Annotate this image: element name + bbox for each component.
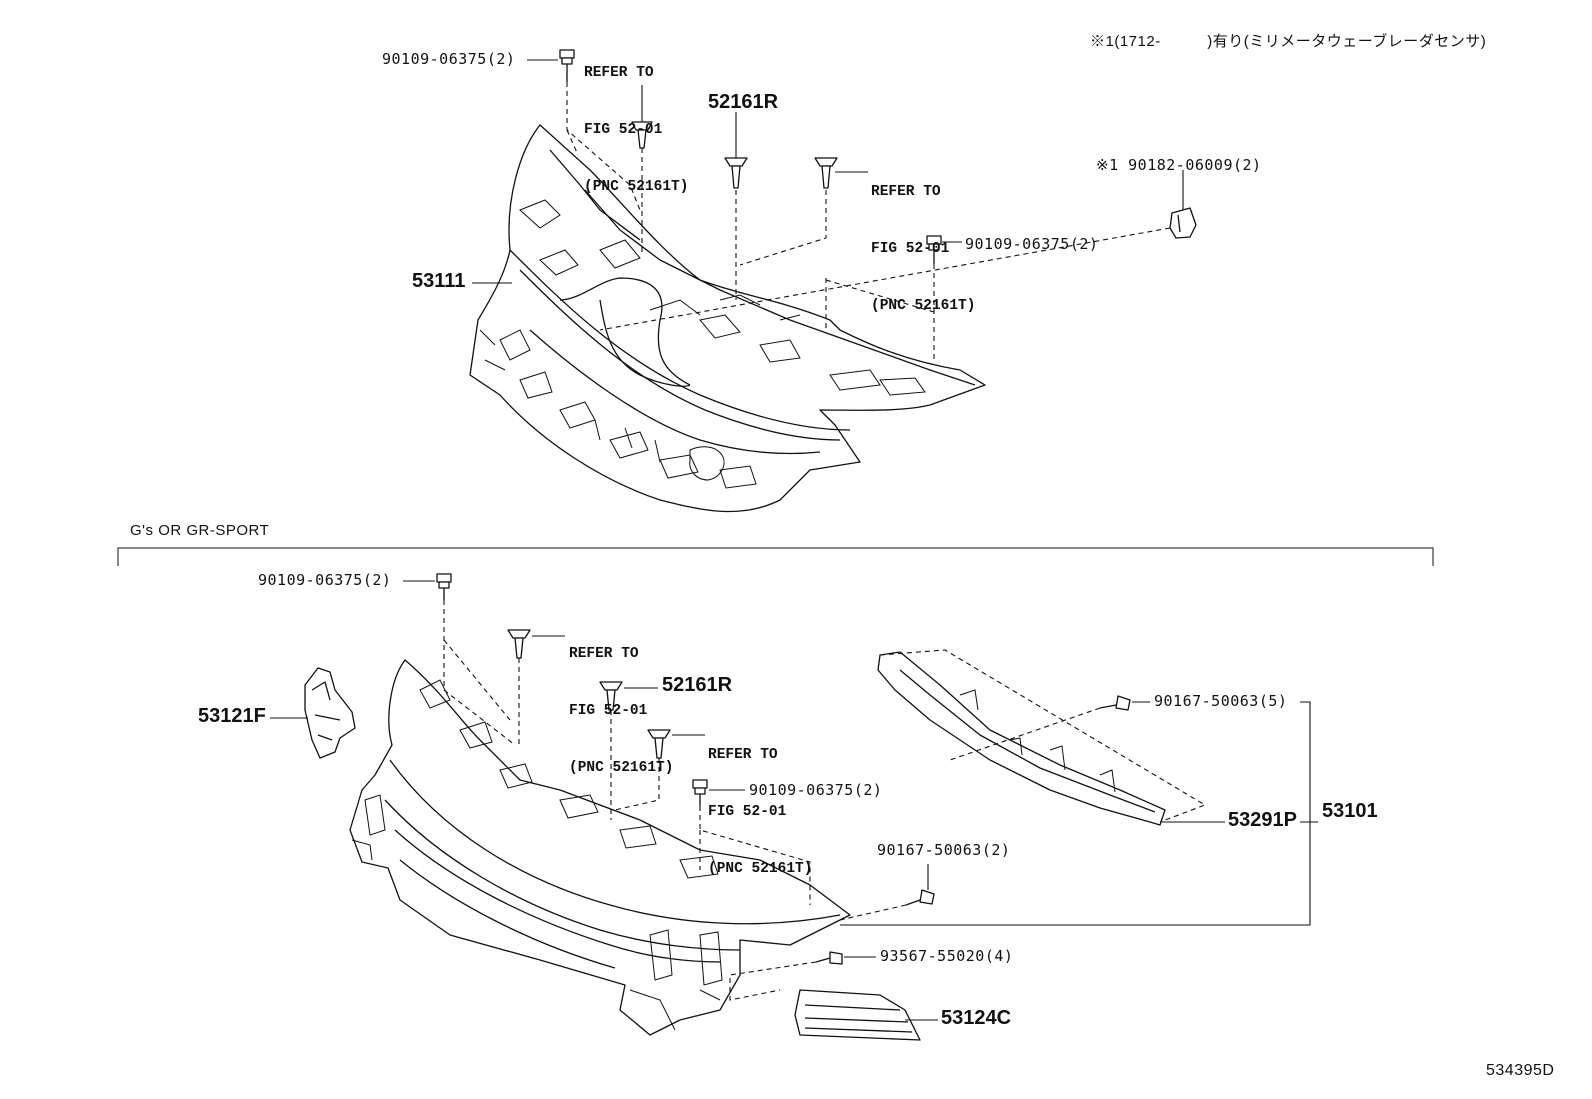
label-lower-screw-b: 90167-50063(2) bbox=[877, 841, 1011, 859]
lower-grille-53124C bbox=[794, 989, 921, 1041]
label-emblem-53121F: 53121F bbox=[198, 705, 266, 727]
upper-grille-illustration bbox=[469, 124, 986, 513]
refer-line-1: REFER TO bbox=[871, 184, 941, 200]
label-lower-52161R: 52161R bbox=[662, 674, 733, 696]
upper-clip-52161R bbox=[724, 157, 748, 189]
refer-line-1: REFER TO bbox=[584, 65, 654, 81]
upper-clip-b bbox=[814, 157, 838, 189]
refer-line-3: (PNC 52161T) bbox=[569, 760, 674, 776]
upper-bolt-left bbox=[559, 49, 575, 82]
emblem-53121F bbox=[304, 667, 356, 759]
lower-clip-a bbox=[507, 629, 531, 659]
lower-screw-b bbox=[905, 889, 935, 906]
label-assembly-53101: 53101 bbox=[1322, 800, 1378, 822]
lower-bolt-mid bbox=[692, 779, 708, 806]
refer-line-2: FIG 52-01 bbox=[708, 804, 787, 820]
label-upper-bolt-right: 90109-06375(2) bbox=[965, 235, 1099, 253]
refer-line-3: (PNC 52161T) bbox=[871, 298, 976, 314]
figure-id: 534395D bbox=[1486, 1062, 1555, 1079]
refer-line-2: FIG 52-01 bbox=[569, 703, 648, 719]
lower-grille-illustration bbox=[349, 659, 851, 1036]
label-lower-grille-53124C: 53124C bbox=[941, 1007, 1012, 1029]
refer-line-1: REFER TO bbox=[708, 747, 778, 763]
screw-icon bbox=[1099, 695, 1131, 711]
refer-note-lower-b: REFER TO FIG 52-01 (PNC 52161T) bbox=[708, 708, 812, 898]
label-upper-52161R: 52161R bbox=[708, 91, 779, 113]
label-sensor-clip: ※1 90182-06009(2) bbox=[1096, 156, 1262, 174]
sensor-clip-icon bbox=[1169, 207, 1197, 239]
lower-bolt-top bbox=[436, 573, 452, 600]
refer-line-1: REFER TO bbox=[569, 646, 639, 662]
refer-note-upper-b: REFER TO FIG 52-01 (PNC 52161T) bbox=[871, 145, 975, 335]
label-upper-bolt-left: 90109-06375(2) bbox=[382, 50, 516, 68]
label-lower-bolt-top: 90109-06375(2) bbox=[258, 571, 392, 589]
label-upper-grille-53111: 53111 bbox=[412, 270, 466, 292]
refer-line-2: FIG 52-01 bbox=[871, 241, 950, 257]
sensor-note: ※1(1712- )有り(ミリメータウェーブレーダセンサ) bbox=[1090, 33, 1487, 50]
upper-clip-a bbox=[631, 121, 653, 149]
label-lower-screw-c: 93567-55020(4) bbox=[880, 947, 1014, 965]
label-lower-screw-a: 90167-50063(5) bbox=[1154, 692, 1288, 710]
refer-note-lower-a: REFER TO FIG 52-01 (PNC 52161T) bbox=[569, 607, 673, 797]
section-label: G's OR GR-SPORT bbox=[130, 522, 270, 539]
refer-line-2: FIG 52-01 bbox=[584, 122, 663, 138]
refer-note-upper-a: REFER TO FIG 52-01 (PNC 52161T) bbox=[584, 26, 688, 216]
section-bracket bbox=[117, 547, 1434, 566]
lower-screw-c bbox=[815, 951, 843, 965]
molding-53291P bbox=[877, 651, 1166, 826]
upper-bolt-right bbox=[926, 235, 942, 264]
lower-clip-52161R bbox=[599, 681, 623, 711]
lower-clip-b bbox=[647, 729, 671, 759]
refer-line-3: (PNC 52161T) bbox=[584, 179, 689, 195]
refer-line-3: (PNC 52161T) bbox=[708, 861, 813, 877]
label-lower-bolt-mid: 90109-06375(2) bbox=[749, 781, 883, 799]
label-molding-53291P: 53291P bbox=[1228, 809, 1297, 831]
